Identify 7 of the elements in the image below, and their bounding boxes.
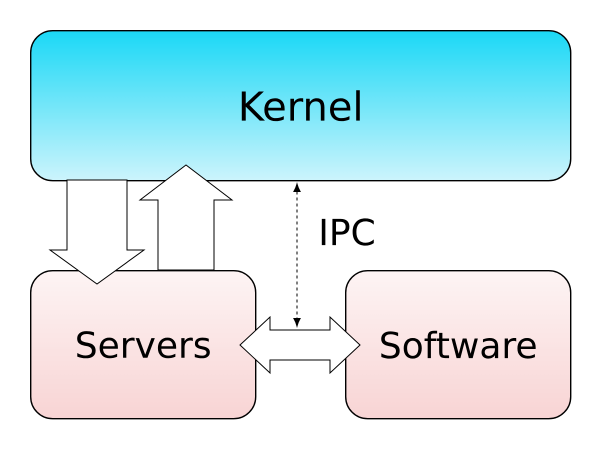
block-arrow — [138, 164, 234, 270]
dashed-arrow — [293, 183, 301, 327]
edge-label: IPC — [317, 217, 377, 247]
block-arrow — [48, 180, 146, 285]
rounded-box: Software — [345, 270, 572, 420]
rounded-box: Kernel — [30, 30, 572, 182]
rounded-box: Servers — [30, 270, 256, 420]
